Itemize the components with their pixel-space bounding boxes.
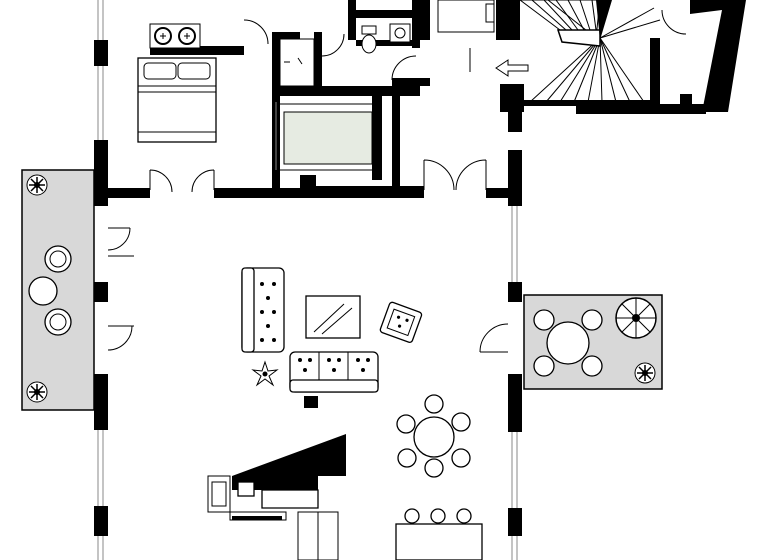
left-terrace — [21, 169, 95, 411]
sink-icon — [389, 23, 411, 43]
side-table — [304, 396, 318, 408]
spiral-stair-icon — [615, 297, 657, 339]
arrow-left-icon — [495, 59, 529, 77]
bistro-table — [28, 276, 58, 306]
kitchen-island — [395, 523, 483, 560]
sofa-horizontal — [289, 351, 379, 393]
terrace-dining-set — [533, 309, 603, 377]
shower-room — [275, 102, 373, 171]
toilet-icon — [361, 25, 377, 54]
staircase — [495, 0, 746, 114]
armchair — [379, 301, 423, 343]
bathroom — [361, 0, 495, 54]
right-terrace — [523, 294, 663, 390]
plant-icon — [634, 362, 656, 384]
double-bed — [137, 57, 217, 143]
dining-chairs — [396, 394, 471, 478]
plant-icon — [251, 360, 279, 387]
bar-stools — [404, 508, 472, 524]
living-area — [241, 267, 423, 408]
dining-table — [413, 416, 455, 458]
terrace-table — [546, 321, 590, 365]
closet — [279, 38, 315, 87]
sofa-vertical — [241, 267, 285, 353]
kitchen — [207, 434, 483, 560]
coffee-table — [305, 295, 361, 339]
bedroom — [137, 23, 217, 143]
bistro-chair — [44, 245, 72, 273]
headboard-lamps — [149, 23, 201, 49]
bistro-chair — [44, 308, 72, 336]
door-swings — [107, 9, 687, 353]
plant-icon — [26, 381, 48, 403]
dining-area — [396, 394, 471, 478]
bistro-set — [28, 245, 72, 336]
plant-icon — [26, 174, 48, 196]
